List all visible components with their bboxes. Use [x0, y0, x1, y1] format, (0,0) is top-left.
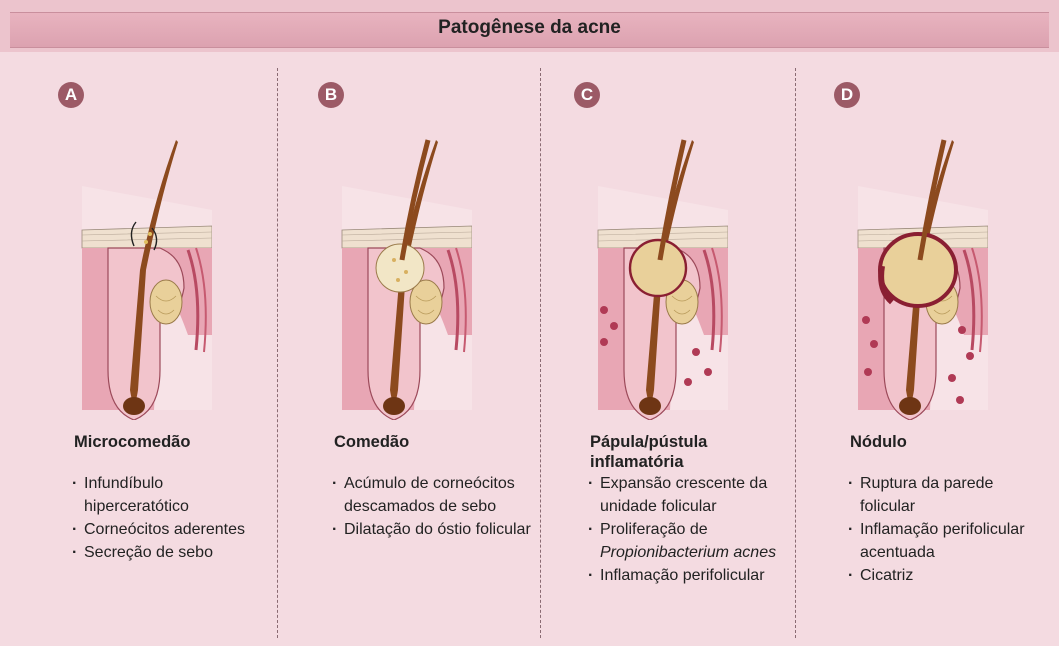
organism-name: Propionibacterium acnes [600, 544, 776, 561]
list-item: Inflamação perifolicular [588, 564, 788, 587]
illustration-comedo [328, 120, 472, 420]
illustration-nodule [844, 120, 988, 420]
panel-b: B Comedão Acúmulo de corneócitos descama… [270, 60, 532, 640]
badge-b: B [318, 82, 344, 108]
list-item: Corneócitos aderentes [72, 518, 272, 541]
stage-title: Microcomedão [74, 432, 274, 452]
stage-title: Comedão [334, 432, 534, 452]
panel-d: D Nódulo Ruptura da parede folicular Inf… [786, 60, 1048, 640]
badge-c: C [574, 82, 600, 108]
list-item: Acúmulo de corneócitos descamados de seb… [332, 472, 532, 518]
list-item: Proliferação de Propionibacterium acnes [588, 518, 788, 564]
list-item: Expansão crescente da unidade folicular [588, 472, 788, 518]
feature-list: Ruptura da parede folicular Inflamação p… [848, 472, 1048, 587]
list-item: Secreção de sebo [72, 541, 272, 564]
list-item: Dilatação do óstio folicular [332, 518, 532, 541]
list-item: Inflamação perifolicular acentuada [848, 518, 1048, 564]
feature-list: Infundíbulo hiperceratótico Corneócitos … [72, 472, 272, 564]
badge-a: A [58, 82, 84, 108]
illustration-microcomedo [68, 120, 212, 420]
diagram-title: Patogênese da acne [0, 17, 1059, 39]
list-item: Infundíbulo hiperceratótico [72, 472, 272, 518]
stage-title: Pápula/pústula inflamatória [590, 432, 790, 472]
panel-a: A Microcomedão Infundíbulo hiperceratóti… [10, 60, 272, 640]
badge-d: D [834, 82, 860, 108]
list-item: Ruptura da parede folicular [848, 472, 1048, 518]
stage-title: Nódulo [850, 432, 1050, 452]
list-item-text: Proliferação de [600, 521, 708, 538]
feature-list: Expansão crescente da unidade folicular … [588, 472, 788, 587]
feature-list: Acúmulo de corneócitos descamados de seb… [332, 472, 532, 541]
list-item: Cicatriz [848, 564, 1048, 587]
illustration-papule-pustule [584, 120, 728, 420]
panel-c: C Pápula/pústula inflamatória Expansão c… [526, 60, 788, 640]
